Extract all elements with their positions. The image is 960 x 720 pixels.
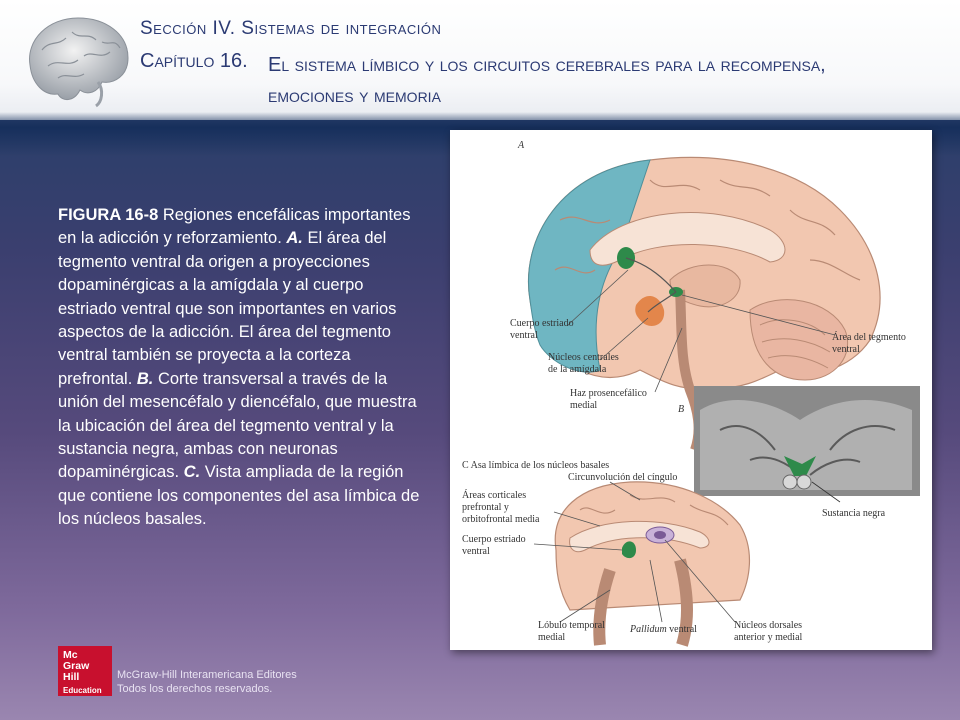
label-pallidum: Pallidum ventral	[629, 624, 697, 635]
label-area-tegmento-1: Área del tegmento	[832, 331, 906, 343]
chapter-number: Capítulo 16.	[140, 50, 248, 72]
logo-line-1: Mc	[63, 649, 78, 661]
label-area-tegmento-2: ventral	[832, 344, 860, 355]
section-title: Sección IV. Sistemas de integración	[140, 18, 442, 39]
part-c-label: C.	[183, 463, 201, 482]
mcgraw-hill-logo: Mc Graw Hill Education	[58, 646, 112, 696]
label-haz-2: medial	[570, 400, 597, 411]
figure-caption: FIGURA 16-8 Regiones encefálicas importa…	[58, 204, 426, 532]
label-pallidum-italic: Pallidum	[629, 624, 667, 635]
label-lobulo-1: Lóbulo temporal	[538, 620, 605, 631]
caption-intro: Regiones encefálicas importantes en la a…	[58, 206, 411, 248]
part-b-text: Corte transversal a través de la unión d…	[58, 369, 417, 482]
label-pallidum-rest: ventral	[667, 624, 697, 635]
logo-line-3: Hill	[63, 671, 80, 683]
panel-a-brain	[527, 156, 881, 452]
brain-anatomy-illustration: A Cuerpo estriado ventral Núcleos centra…	[462, 140, 920, 647]
label-nucleos-dorsales-2: anterior y medial	[734, 632, 803, 643]
panel-a-leaders	[567, 269, 836, 393]
label-cuerpo-estriado-c-1: Cuerpo estriado	[462, 534, 526, 545]
panel-b-label: B	[678, 404, 684, 415]
label-areas-corticales-1: Áreas corticales	[462, 489, 526, 501]
publisher-name: McGraw-Hill Interamericana Editores	[117, 669, 297, 681]
brain-logo-icon	[29, 17, 129, 108]
chapter-title: El sistema límbico y los circuitos cereb…	[268, 54, 826, 107]
label-nucleos-amigdala-1: Núcleos centrales	[548, 352, 619, 363]
label-sustancia-negra: Sustancia negra	[822, 508, 886, 519]
part-a-text: El área del tegmento ventral da origen a…	[58, 229, 397, 388]
logo-line-4: Education	[63, 686, 102, 695]
label-cuerpo-estriado-a-1: Cuerpo estriado	[510, 318, 574, 329]
label-areas-corticales-2: prefrontal y	[462, 502, 509, 513]
figure-panel: A Cuerpo estriado ventral Núcleos centra…	[450, 130, 932, 650]
panel-c-brain	[554, 481, 750, 647]
publisher-info: McGraw-Hill Interamericana Editores Todo…	[117, 668, 297, 696]
panel-c-title: C Asa límbica de los núcleos basales	[462, 460, 609, 471]
logo-line-2: Graw	[63, 660, 90, 672]
label-areas-corticales-3: orbitofrontal media	[462, 514, 540, 525]
panel-a-label: A	[517, 140, 525, 151]
label-lobulo-2: medial	[538, 632, 565, 643]
panel-b-section	[694, 386, 920, 503]
part-a-label: A.	[286, 229, 303, 248]
part-b-label: B.	[136, 369, 154, 388]
label-nucleos-dorsales-1: Núcleos dorsales	[734, 620, 802, 631]
panel-c-leaders	[533, 481, 736, 623]
label-nucleos-amigdala-2: de la amígdala	[548, 364, 607, 375]
header-band	[0, 0, 960, 120]
label-circunvolucion: Circunvolución del cíngulo	[568, 472, 677, 483]
figure-label: FIGURA 16-8	[58, 206, 159, 224]
label-cuerpo-estriado-c-2: ventral	[462, 546, 490, 557]
rights-text: Todos los derechos reservados.	[117, 683, 273, 695]
label-haz-1: Haz prosencefálico	[570, 388, 647, 399]
part-c-text: Vista ampliada de la región que contiene…	[58, 463, 420, 529]
label-cuerpo-estriado-a-2: ventral	[510, 330, 538, 341]
